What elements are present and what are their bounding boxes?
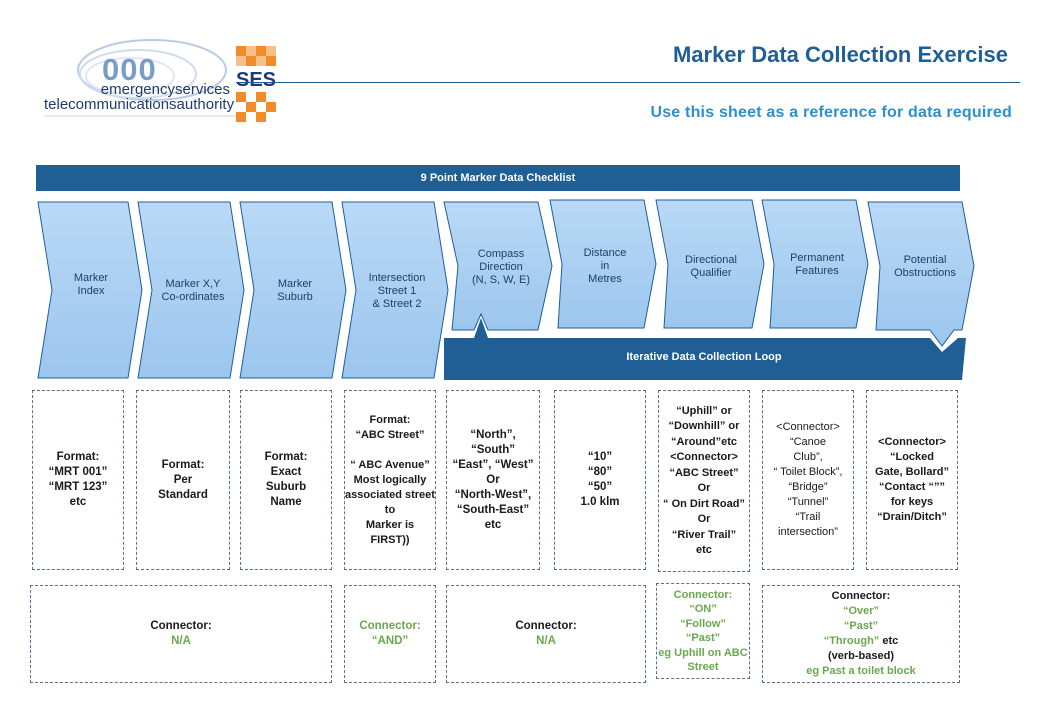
checklist-bar: 9 Point Marker Data Checklist bbox=[36, 165, 960, 191]
connector-5-verb: (verb-based) bbox=[827, 650, 895, 662]
format-box-potential-obstructions: <Connector> “Locked Gate, Bollard” “Cont… bbox=[866, 390, 958, 570]
connector-1-value: N/A bbox=[171, 635, 191, 647]
ses-logo: SES bbox=[234, 46, 278, 122]
connector-4-line-4: eg Uphill on ABC bbox=[658, 646, 748, 659]
step-label-directional-qualifier: Directional Qualifier bbox=[685, 254, 737, 279]
esta-logo bbox=[44, 39, 236, 117]
connector-2-value: “AND” bbox=[371, 635, 409, 647]
page-subtitle: Use this sheet as a reference for data r… bbox=[650, 104, 1012, 121]
connector-3-label: Connector: bbox=[515, 620, 577, 632]
format-box-marker-index: Format: “MRT 001” “MRT 123” etc bbox=[32, 390, 124, 570]
connector-box-5: Connector: “Over” “Past” “Through” etc (… bbox=[762, 585, 960, 683]
step-label-distance: Distance in Metres bbox=[583, 246, 627, 285]
format-box-marker-suburb: Format: Exact Suburb Name bbox=[240, 390, 332, 570]
chevron-marker-coordinates bbox=[137, 201, 245, 379]
header-divider bbox=[236, 82, 1020, 83]
connector-box-2: Connector: “AND” bbox=[344, 585, 436, 683]
connector-4-line-2: “Follow” bbox=[680, 617, 726, 630]
chevron-distance bbox=[549, 199, 657, 329]
chevron-permanent-features bbox=[761, 199, 869, 329]
format-box-intersection: Format: “ABC Street” “ ABC Avenue” Most … bbox=[344, 390, 436, 570]
connector-5-line-2: “Past” bbox=[843, 620, 879, 632]
esta-logo-number: 000 bbox=[102, 52, 157, 87]
connector-5-example: eg Past a toilet block bbox=[806, 665, 916, 677]
chevron-intersection bbox=[341, 201, 449, 379]
step-label-marker-coordinates: Marker X,Y Co-ordinates bbox=[161, 278, 225, 303]
connector-4-line-5: Street bbox=[687, 661, 719, 673]
connector-3-value: N/A bbox=[536, 635, 556, 647]
ses-logo-text: SES bbox=[236, 69, 276, 91]
connector-4-label: Connector: bbox=[673, 588, 733, 601]
chevron-compass-direction bbox=[443, 201, 553, 331]
format-box-marker-coordinates: Format: Per Standard bbox=[136, 390, 230, 570]
iterative-loop-label: Iterative Data Collection Loop bbox=[626, 351, 782, 363]
connector-5-label: Connector: bbox=[831, 590, 891, 602]
chevron-marker-suburb bbox=[239, 201, 347, 379]
format-box-directional-qualifier: “Uphill” or “Downhill” or “Around”etc <C… bbox=[658, 390, 750, 572]
step-label-marker-suburb: Marker Suburb bbox=[277, 278, 313, 303]
connector-5-through: “Through” bbox=[823, 635, 880, 647]
step-label-intersection: Intersection Street 1 & Street 2 bbox=[368, 271, 426, 310]
esta-logo-text-line1: emergencyservices bbox=[100, 81, 230, 98]
connector-box-4: Connector: “ON” “Follow” “Past” eg Uphil… bbox=[656, 583, 750, 679]
step-label-marker-index: Marker Index bbox=[73, 272, 109, 297]
format-box-distance: “10” “80” “50” 1.0 klm bbox=[554, 390, 646, 570]
chevron-potential-obstructions bbox=[867, 201, 975, 347]
page-title: Marker Data Collection Exercise bbox=[672, 42, 1008, 67]
step-label-compass-direction: Compass Direction (N, S, W, E) bbox=[471, 247, 531, 286]
esta-logo-text-line2: telecommunicationsauthority bbox=[44, 96, 235, 113]
step-label-potential-obstructions: Potential Obstructions bbox=[894, 254, 956, 279]
chevron-directional-qualifier bbox=[655, 199, 765, 329]
connector-4-line-1: “ON” bbox=[689, 603, 717, 615]
step-label-permanent-features: Permanent Features bbox=[790, 252, 844, 277]
connector-box-1: Connector: N/A bbox=[30, 585, 332, 683]
connector-5-line-1: “Over” bbox=[842, 605, 880, 617]
chevron-marker-index bbox=[37, 201, 143, 379]
connector-1-label: Connector: bbox=[150, 620, 212, 632]
connector-box-3: Connector: N/A bbox=[446, 585, 646, 683]
format-box-permanent-features: <Connector> “Canoe Club”, “ Toilet Block… bbox=[762, 390, 854, 570]
connector-2-label: Connector: bbox=[359, 620, 421, 632]
iterative-loop-bar bbox=[444, 318, 966, 380]
format-box-compass-direction: “North”, “South” “East”, “West” Or “Nort… bbox=[446, 390, 540, 570]
connector-4-line-3: “Past” bbox=[685, 632, 721, 644]
connector-5-through-suffix: etc bbox=[879, 635, 899, 647]
